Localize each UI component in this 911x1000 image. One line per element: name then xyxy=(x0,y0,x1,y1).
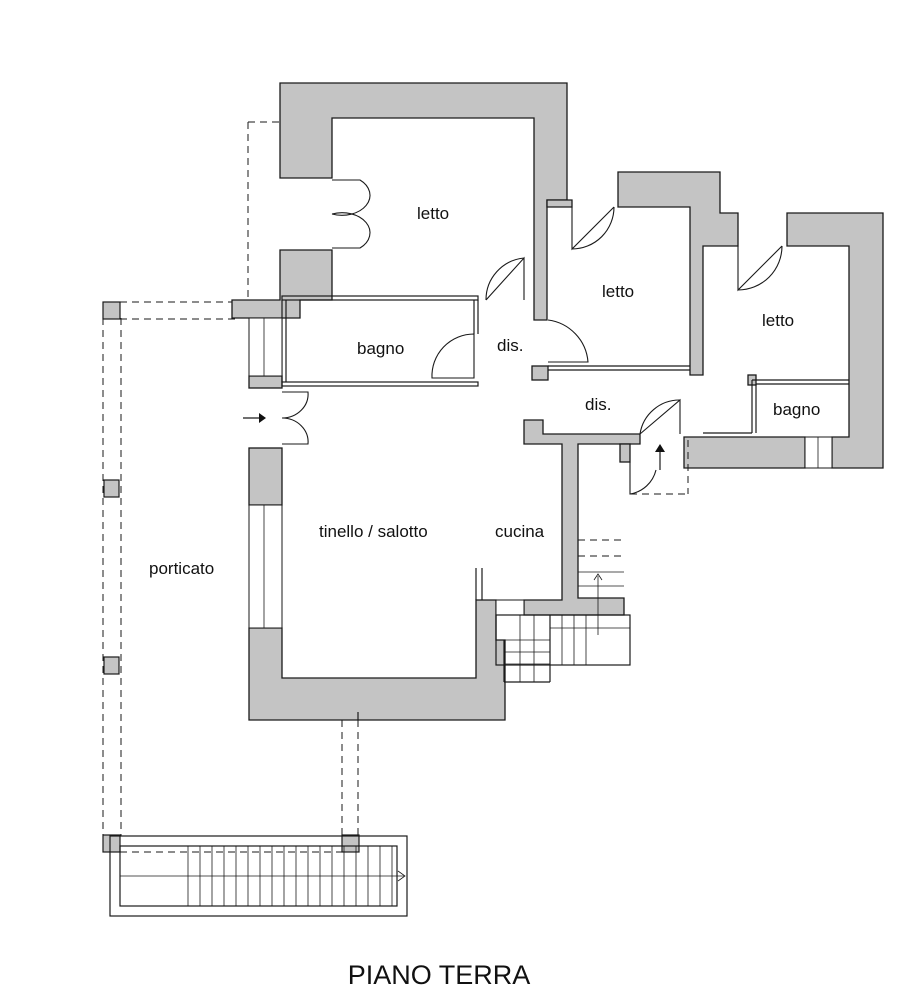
partitions xyxy=(281,295,849,600)
label-dis-1: dis. xyxy=(497,336,523,355)
label-porticato: porticato xyxy=(149,559,214,578)
plan-title: PIANO TERRA xyxy=(348,960,531,990)
label-letto-2: letto xyxy=(602,282,634,301)
back-stairs xyxy=(495,539,631,683)
entrance-arrows xyxy=(243,413,665,470)
label-dis-2: dis. xyxy=(585,395,611,414)
porticato-pillars xyxy=(102,301,360,853)
front-stairs xyxy=(109,835,408,917)
label-tinello-salotto: tinello / salotto xyxy=(319,522,428,541)
windows xyxy=(248,317,833,629)
label-letto-3: letto xyxy=(762,311,794,330)
label-letto-1: letto xyxy=(417,204,449,223)
porticato-outline xyxy=(102,121,359,853)
label-bagno-1: bagno xyxy=(357,339,404,358)
walls xyxy=(231,82,884,721)
label-bagno-2: bagno xyxy=(773,400,820,419)
doors xyxy=(281,179,783,495)
label-cucina: cucina xyxy=(495,522,545,541)
